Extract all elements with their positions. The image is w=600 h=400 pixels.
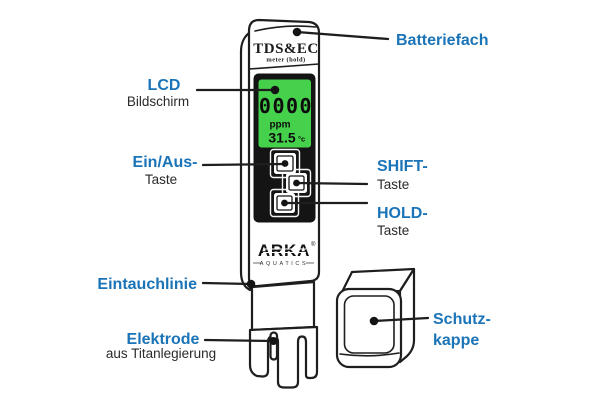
meter-device: TDS&EC meter (hold) 0000 ppm 31.5 °c [239,18,321,389]
immersion-callout-dot [246,279,256,289]
lcd-reading: 0000 [259,94,313,118]
lcd-label: LCD [148,77,181,94]
logo-text: ARKA [258,241,310,260]
button-cluster [269,148,312,218]
labels: Batteriefach LCD Bildschirm Ein/Aus- Tas… [97,32,490,361]
shift-label: SHIFT- [377,158,428,175]
battery-label: Batteriefach [396,32,488,49]
electrode-label: Elektrode [127,331,200,348]
power-sublabel: Taste [145,172,177,187]
cap-callout-line [372,316,430,323]
logo-registered-mark: ® [311,241,316,248]
shift-callout-line [295,181,369,186]
cap-label-line2: kappe [433,332,479,349]
callout-dots [246,27,379,345]
probe-shaft [250,280,316,332]
hold-button-dot [281,199,288,207]
cap-front-face [335,287,403,369]
hold-label: HOLD- [377,205,428,222]
device-side-face [239,31,252,292]
lcd-callout-dot [270,85,280,95]
immersion-callout-line [201,281,253,286]
device-top-edge [254,25,317,32]
electrode-pin [269,331,279,361]
device-title: TDS&EC [253,41,319,57]
electrode-sublabel: aus Titanlegierung [106,346,216,361]
cap-callout-dot [369,316,379,326]
cap-label-line1: Schutz- [433,311,491,328]
power-button-dot [281,160,289,167]
shift-button-dot [293,179,300,187]
logo-subtext: AQUATICS [260,261,309,267]
arka-logo: ARKA ® AQUATICS [253,241,316,267]
lcd-glass [258,79,311,148]
lcd-unit: ppm [269,120,290,131]
immersion-label: Eintauchlinie [97,276,197,293]
hold-sublabel: Taste [377,223,409,238]
lcd-temperature-unit: °c [298,135,305,144]
battery-cap-seam [248,63,320,70]
battery-callout-line [295,30,390,41]
device-subtitle: meter (hold) [266,57,305,64]
power-label: Ein/Aus- [133,154,198,171]
lcd-temperature: 31.5 [268,130,295,146]
shift-sublabel: Taste [377,177,409,192]
electrode-callout-line [203,338,275,343]
lcd-screen: 0000 ppm 31.5 °c [258,79,313,148]
callout-lines [195,30,430,343]
cap-bottom-band [339,352,400,357]
protective-cap [335,267,416,369]
cap-side-face [398,267,416,364]
electrode-callout-dot [269,337,278,345]
cap-front-inset [343,295,395,354]
battery-callout-dot [292,27,302,37]
lcd-sublabel: Bildschirm [127,94,189,109]
power-callout-line [201,162,287,167]
electrode-collar [248,325,319,389]
